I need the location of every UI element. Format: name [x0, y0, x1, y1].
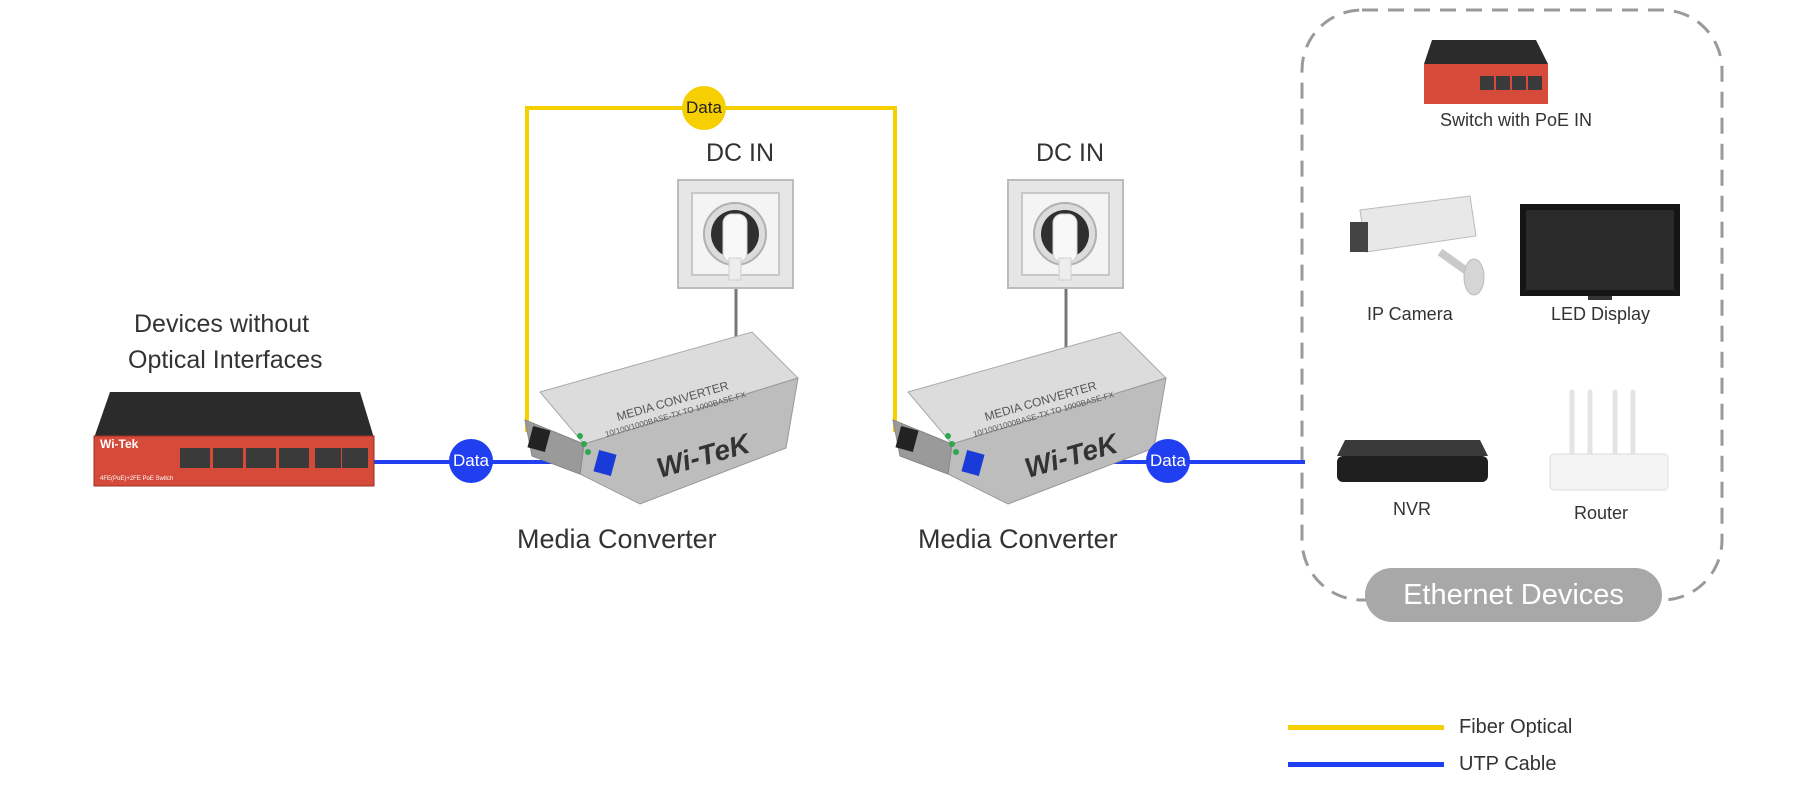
led-display-label: LED Display [1551, 304, 1651, 324]
data-badge-fiber: Data [682, 86, 726, 130]
router-icon [1549, 389, 1669, 491]
dc-in-label-1: DC IN [706, 139, 775, 167]
nvr-label: NVR [1393, 499, 1432, 519]
switch-poe-label: Switch with PoE IN [1440, 110, 1593, 130]
ip-camera-icon [1350, 195, 1485, 296]
legend-fiber-line [1288, 725, 1444, 730]
dc-in-label-2: DC IN [1036, 139, 1105, 167]
media-converter-2: MEDIA CONVERTER 10/100/1000BASE-TX TO 10… [892, 331, 1167, 505]
ethernet-devices-region [1300, 8, 1724, 602]
ethernet-devices-pill: Ethernet Devices [1365, 568, 1662, 622]
wall-socket-1 [677, 179, 794, 289]
left-switch: Wi-Tek 4FE(PoE)+2FE PoE Switch [93, 392, 375, 487]
poe-switch-icon [1424, 40, 1548, 104]
legend-utp-line [1288, 762, 1444, 767]
svg-text:4FE(PoE)+2FE PoE Switch: 4FE(PoE)+2FE PoE Switch [100, 476, 173, 482]
left-switch-brand: Wi-Tek [100, 437, 139, 451]
nvr-icon [1337, 440, 1488, 482]
media-converter-1: MEDIA CONVERTER 10/100/1000BASE-TX TO 10… [524, 331, 799, 505]
data-badge-left: Data [449, 439, 493, 483]
data-badge-right: Data [1146, 439, 1190, 483]
left-devices-label-line2: Optical Interfaces [128, 346, 323, 374]
legend-utp-label: UTP Cable [1459, 753, 1557, 775]
media-converter-label-1: Media Converter [517, 524, 717, 554]
ip-camera-label: IP Camera [1367, 304, 1453, 324]
wall-socket-2 [1007, 179, 1124, 289]
router-label: Router [1574, 503, 1629, 523]
left-devices-label-line1: Devices without [134, 310, 310, 338]
media-converter-label-2: Media Converter [918, 524, 1118, 554]
legend-fiber-label: Fiber Optical [1459, 716, 1573, 738]
led-display-icon [1520, 204, 1680, 300]
